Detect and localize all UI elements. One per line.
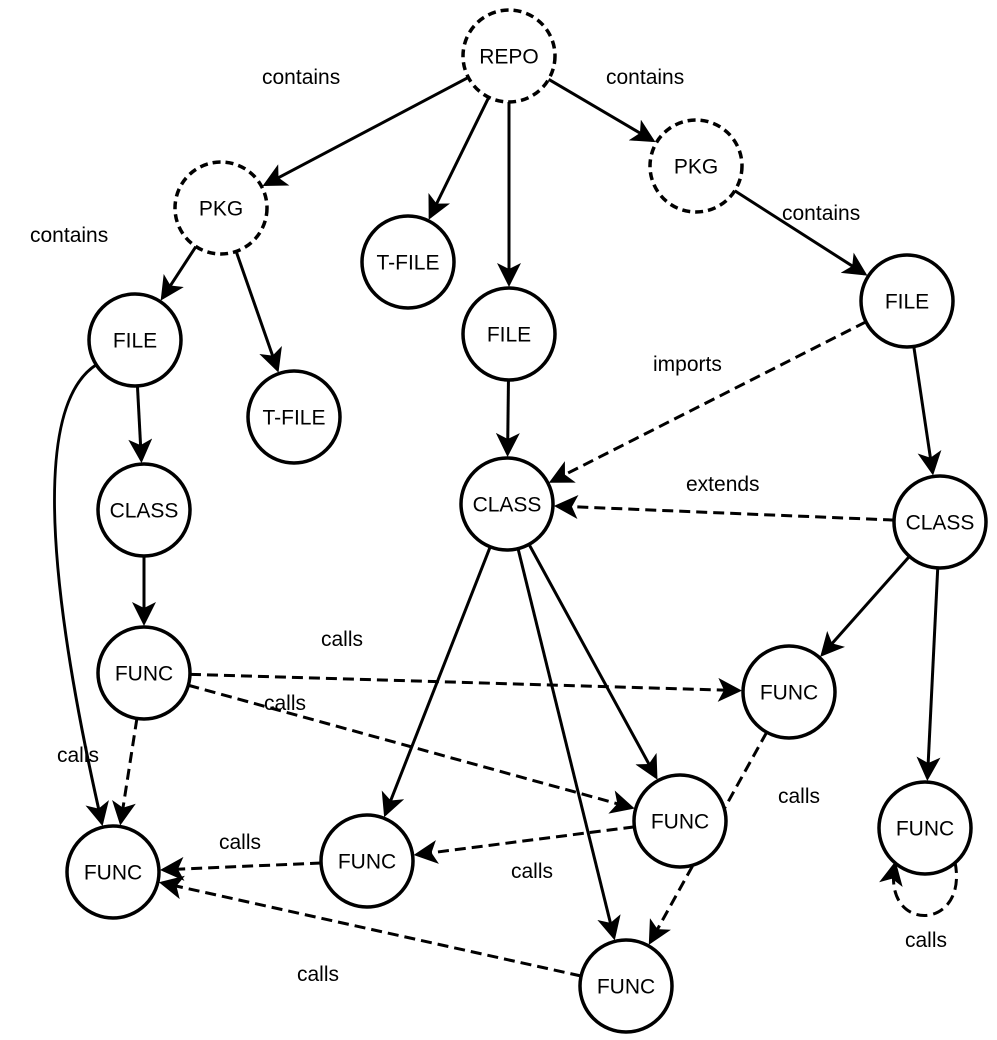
node-class-left: CLASS [96,462,192,558]
edge-repo-to-pkg_right [547,78,656,143]
node-circle [360,214,456,310]
edge-pkg_left-to-tfile_left [234,250,282,373]
node-label: FUNC [760,682,818,705]
node-circle [461,286,557,382]
node-circle [173,160,269,256]
node-circle [246,369,342,465]
node-label: FUNC [115,663,173,686]
node-label: FUNC [597,976,655,999]
node-circle [319,813,415,909]
edge-func_left-to-func_bottom_left [112,718,139,826]
node-label: CLASS [110,500,179,523]
node-label: FUNC [651,811,709,834]
node-label: FUNC [896,818,954,841]
edge-label: calls [321,628,363,651]
node-circle [892,474,988,570]
edge-label: extends [686,473,760,496]
edge-class_mid-to-func_bottom [516,548,621,941]
edge-label: contains [262,66,340,89]
node-file-right: FILE [859,253,955,349]
edge-repo-to-tfile_mid [428,96,491,220]
node-circle [461,8,557,104]
edge-label: calls [57,744,99,767]
node-label: T-FILE [376,252,439,275]
node-tfile-left: T-FILE [246,369,342,465]
node-circle [859,253,955,349]
edge-labels-layer: contains contains contains contains imports e… [30,66,947,986]
edge-file_left-to-func_bottom_left [52,363,109,827]
edges-layer [52,76,958,978]
edge-class_right-to-func_far_right [916,567,941,782]
node-label: FILE [885,291,929,314]
node-label: CLASS [473,494,542,517]
edge-class_right-to-func_rmid [820,555,911,657]
edge-label: contains [606,66,684,89]
node-circle [96,462,192,558]
node-circle [578,938,674,1034]
node-circle [459,456,555,552]
node-circle [741,644,837,740]
node-circle [65,824,161,920]
node-repo: REPO [461,8,557,104]
node-label: PKG [674,156,718,179]
edge-label: calls [778,785,820,808]
node-func-rmid: FUNC [741,644,837,740]
edge-label: calls [511,860,553,883]
node-tfile-mid: T-FILE [360,214,456,310]
node-pkg-right: PKG [648,118,744,214]
edge-file_left-to-class_left [128,385,153,464]
node-func-far-right: FUNC [877,780,973,876]
node-label: PKG [199,198,243,221]
node-label: REPO [479,46,539,69]
node-func-left: FUNC [96,625,192,721]
node-label: CLASS [906,512,975,535]
edge-label: calls [297,963,339,986]
edge-class_right-to-class_mid [553,494,895,522]
edge-label: contains [30,224,108,247]
node-label: FILE [487,324,531,347]
node-circle [96,625,192,721]
edge-label: contains [782,202,860,225]
node-file-left: FILE [87,292,183,388]
edge-class_mid-to-func_mid_right [527,543,658,780]
edge-pkg_left-to-file_left [160,245,198,301]
node-file-mid: FILE [461,286,557,382]
edge-func_left-to-func_rmid [189,672,743,702]
edge-repo-to-pkg_left [262,76,470,187]
node-circle [632,773,728,869]
edge-file_mid-to-class_mid [495,379,520,458]
edge-file_right-to-class_mid [548,320,867,483]
edge-label: calls [219,831,261,854]
node-class-right: CLASS [892,474,988,570]
node-func-bottom: FUNC [578,938,674,1034]
node-func-bottom-left: FUNC [65,824,161,920]
edge-func_bottom-to-func_bottom_left [158,875,582,978]
edge-func_center_low-to-func_bottom_left [159,856,322,881]
edge-file_right-to-class_right [912,346,942,476]
edge-func_left-to-func_mid_right [187,683,635,814]
edge-func_far_right-to-func_far_right [879,861,958,917]
nodes-layer: REPO PKG PKG T-FILE FILE FILE T-FILE FILE CLASS C… [65,8,988,1034]
node-func-mid-right: FUNC [632,773,728,869]
node-label: T-FILE [262,407,325,430]
node-circle [87,292,183,388]
node-label: FUNC [84,862,142,885]
edge-label: calls [264,692,306,715]
node-pkg-left: PKG [173,160,269,256]
node-circle [648,118,744,214]
node-label: FUNC [338,851,396,874]
edge-func_mid_right-to-func_center_low [413,825,635,864]
node-circle [877,780,973,876]
node-label: FILE [113,330,157,353]
edge-pkg_right-to-file_right [733,189,868,276]
edge-label: calls [905,929,947,952]
edge-label: imports [653,353,722,376]
node-class-mid: CLASS [459,456,555,552]
node-func-center-low: FUNC [319,813,415,909]
